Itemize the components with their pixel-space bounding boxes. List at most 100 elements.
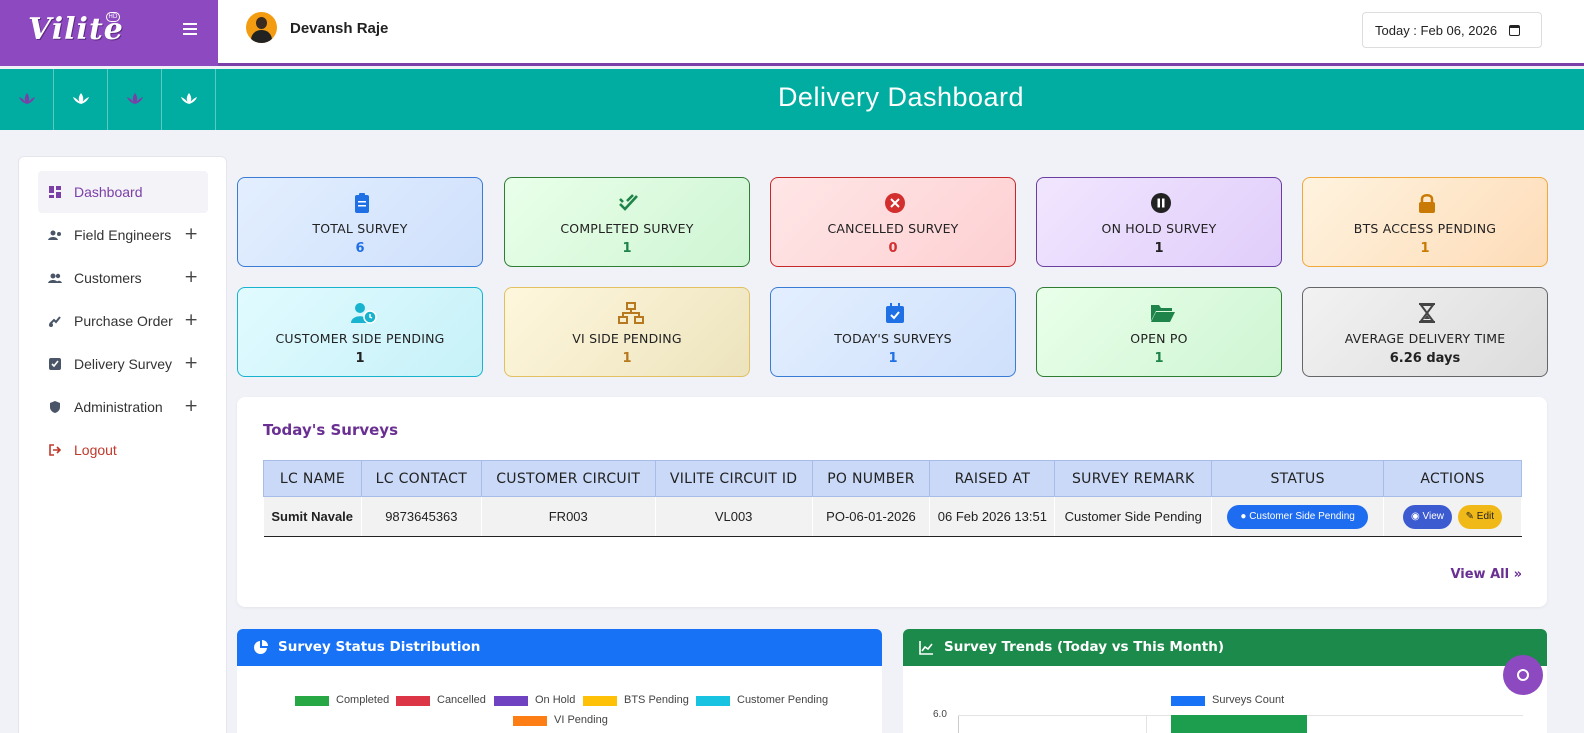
stat-card-bts-access-pending[interactable]: BTS ACCESS PENDING 1 [1302, 177, 1548, 267]
expand-icon[interactable]: + [184, 396, 199, 416]
legend-label[interactable]: Cancelled [437, 694, 486, 706]
column-header[interactable]: VILITE CIRCUIT ID [654, 460, 813, 497]
sidebar-item-label: Logout [74, 442, 117, 458]
y-tick-label: 6.0 [933, 709, 947, 720]
cell-actions: ◉ View ✎ Edit [1383, 496, 1522, 537]
sidebar-item-label: Dashboard [74, 184, 143, 200]
view-label: View [1422, 510, 1445, 522]
sidebar-item-field-engineers[interactable]: Field Engineers + [38, 214, 208, 256]
clipboard-icon [355, 193, 369, 213]
stat-label: VI SIDE PENDING [572, 331, 682, 346]
title-band: Delivery Dashboard [0, 69, 1584, 130]
band-icon-slot[interactable] [108, 69, 162, 130]
stat-label: OPEN PO [1130, 331, 1188, 346]
avatar[interactable] [246, 12, 277, 43]
network-icon [618, 302, 644, 324]
edit-button[interactable]: ✎ Edit [1457, 504, 1503, 529]
stat-value: 1 [622, 241, 632, 256]
legend-label[interactable]: Customer Pending [737, 694, 829, 706]
y-axis-line [958, 715, 959, 733]
cell-customer-circuit: FR003 [481, 496, 656, 537]
cell-vilite-circuit-id: VL003 [655, 496, 813, 537]
lotus-icon [73, 93, 89, 104]
stat-card-cancelled-survey[interactable]: CANCELLED SURVEY 0 [770, 177, 1016, 267]
expand-icon[interactable]: + [184, 267, 199, 287]
sidebar-item-label: Delivery Survey [74, 356, 173, 372]
stat-card-total-survey[interactable]: TOTAL SURVEY 6 [237, 177, 483, 267]
sidebar-item-dashboard[interactable]: Dashboard [38, 171, 208, 213]
hamburger-menu-icon[interactable] [183, 23, 197, 37]
column-header[interactable]: ACTIONS [1383, 460, 1522, 497]
view-all-link[interactable]: View All » [1450, 567, 1522, 582]
logo-block[interactable]: Vilite HD [0, 0, 218, 66]
stat-value: 0 [888, 241, 898, 256]
stat-card-vi-side-pending[interactable]: VI SIDE PENDING 1 [504, 287, 750, 377]
table-row[interactable]: Sumit Navale 9873645363 FR003 VL003 PO-0… [263, 496, 1522, 537]
stat-value: 1 [1154, 351, 1164, 366]
legend-swatch-bts-pending [583, 696, 617, 706]
cell-survey-remark: Customer Side Pending [1054, 496, 1213, 537]
legend-swatch-customer-pending [696, 696, 730, 706]
legend-label[interactable]: BTS Pending [624, 694, 689, 706]
today-date-box[interactable]: Today : Feb 06, 2026 [1362, 12, 1542, 48]
stat-card-completed-survey[interactable]: COMPLETED SURVEY 1 [504, 177, 750, 267]
shield-icon [50, 401, 60, 413]
expand-icon[interactable]: + [184, 224, 199, 244]
expand-icon[interactable]: + [184, 310, 199, 330]
survey-trends-card: Survey Trends (Today vs This Month) Surv… [903, 629, 1547, 733]
expand-icon[interactable]: + [184, 353, 199, 373]
legend-label[interactable]: Surveys Count [1212, 694, 1285, 706]
panel-title: Today's Surveys [263, 421, 398, 439]
page-title: Delivery Dashboard [777, 82, 1025, 112]
stat-card-open-po[interactable]: OPEN PO 1 [1036, 287, 1282, 377]
chart-title: Survey Status Distribution [278, 639, 481, 655]
double-check-icon [619, 194, 638, 211]
edit-label: Edit [1476, 510, 1495, 522]
stat-label: CANCELLED SURVEY [827, 221, 959, 236]
band-icon-slot[interactable] [0, 69, 54, 130]
sidebar-item-customers[interactable]: Customers + [38, 257, 208, 299]
settings-fab-button[interactable] [1503, 655, 1543, 695]
user-clock-icon: ● [1240, 510, 1247, 522]
chart-bar[interactable] [1171, 715, 1307, 733]
sidebar-item-purchase-order[interactable]: Purchase Order + [38, 300, 208, 342]
sidebar-item-logout[interactable]: Logout [38, 429, 208, 471]
stat-label: COMPLETED SURVEY [560, 221, 694, 236]
cell-raised-at: 06 Feb 2026 13:51 [929, 496, 1056, 537]
column-header[interactable]: PO NUMBER [811, 460, 931, 497]
band-icon-slot[interactable] [54, 69, 108, 130]
pie-chart-icon [254, 640, 268, 654]
column-header[interactable]: SURVEY REMARK [1054, 460, 1213, 497]
view-button[interactable]: ◉ View [1402, 504, 1452, 529]
stat-value: 1 [355, 351, 365, 366]
stat-card-on-hold-survey[interactable]: ON HOLD SURVEY 1 [1036, 177, 1282, 267]
legend-label[interactable]: VI Pending [554, 714, 608, 726]
stat-card-customer-side-pending[interactable]: CUSTOMER SIDE PENDING 1 [237, 287, 483, 377]
cell-lc-name: Sumit Navale [263, 496, 362, 537]
surveys-table: LC NAME LC CONTACT CUSTOMER CIRCUIT VILI… [263, 460, 1522, 537]
sidebar-item-label: Purchase Order [74, 313, 173, 329]
users-icon [48, 230, 61, 240]
band-icon-slot[interactable] [162, 69, 216, 130]
column-header[interactable]: LC NAME [263, 460, 362, 497]
stat-card-todays-surveys[interactable]: TODAY'S SURVEYS 1 [770, 287, 1016, 377]
column-header[interactable]: CUSTOMER CIRCUIT [480, 460, 656, 497]
legend-label[interactable]: Completed [336, 694, 390, 706]
status-badge[interactable]: ● Customer Side Pending [1227, 504, 1368, 529]
customers-icon [48, 273, 62, 283]
stat-card-average-delivery-time[interactable]: AVERAGE DELIVERY TIME 6.26 days [1302, 287, 1548, 377]
column-header[interactable]: STATUS [1211, 460, 1385, 497]
column-header[interactable]: LC CONTACT [360, 460, 482, 497]
lotus-icon [19, 93, 35, 104]
pause-circle-icon [1151, 193, 1171, 213]
stat-value: 6 [355, 241, 365, 256]
stat-label: TOTAL SURVEY [312, 221, 408, 236]
column-header[interactable]: RAISED AT [929, 460, 1056, 497]
sidebar-item-administration[interactable]: Administration + [38, 386, 208, 428]
sidebar-item-delivery-survey[interactable]: Delivery Survey + [38, 343, 208, 385]
gridline [1146, 715, 1147, 733]
stat-label: BTS ACCESS PENDING [1353, 221, 1497, 236]
stat-value: 6.26 days [1389, 351, 1461, 366]
user-name[interactable]: Devansh Raje [290, 20, 389, 37]
legend-label[interactable]: On Hold [535, 694, 576, 706]
